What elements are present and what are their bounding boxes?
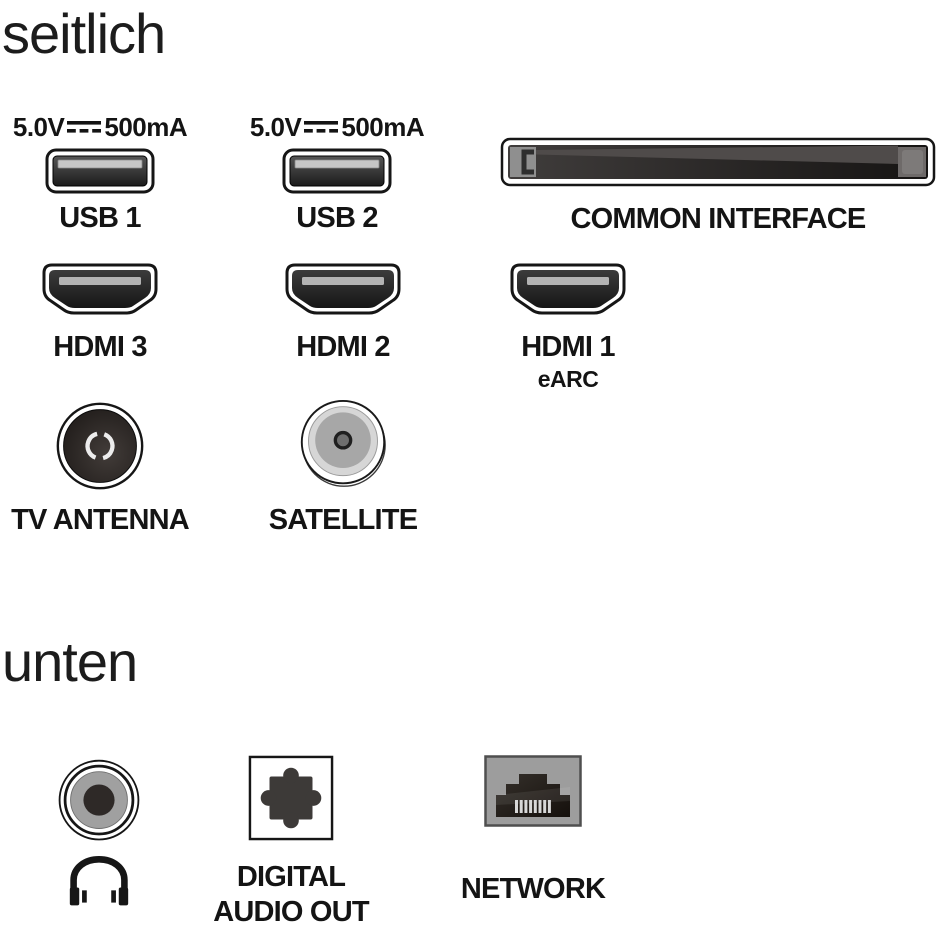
usb2-label: USB 2 [296, 202, 378, 234]
network-port-group: NETWORK [453, 755, 613, 905]
satellite-label: SATELLITE [268, 504, 418, 536]
common-interface-group: COMMON INTERFACE [500, 137, 936, 235]
tv-antenna-label: TV ANTENNA [11, 504, 190, 536]
satellite-port-group: SATELLITE [255, 398, 431, 536]
hdmi1-port-group: HDMI 1 eARC [508, 263, 628, 392]
hdmi-port-icon [42, 263, 158, 315]
tv-antenna-port-group: TV ANTENNA [0, 400, 200, 536]
tv-antenna-icon [56, 402, 144, 490]
dc-symbol-icon [67, 121, 102, 133]
common-interface-slot-icon [500, 137, 936, 187]
usb-port-icon [282, 148, 392, 194]
hdmi3-port-group: HDMI 3 [40, 263, 160, 363]
usb2-power-rating: 5.0V 500mA [249, 112, 425, 142]
hdmi2-label: HDMI 2 [296, 331, 390, 363]
usb1-power-rating: 5.0V 500mA [12, 112, 188, 142]
usb2-port-group: 5.0V 500mA USB 2 [237, 112, 437, 234]
satellite-icon [300, 399, 386, 487]
ethernet-port-icon [484, 755, 582, 827]
common-interface-label: COMMON INTERFACE [570, 203, 867, 235]
headphones-icon [69, 855, 129, 906]
hdmi2-port-group: HDMI 2 [283, 263, 403, 363]
headphone-jack-icon [58, 759, 140, 841]
usb1-label: USB 1 [59, 202, 141, 234]
digital-audio-out-label-line1: DIGITAL [236, 861, 346, 893]
usb1-voltage: 5.0V [12, 112, 65, 142]
hdmi1-sublabel: eARC [537, 366, 599, 392]
usb1-current: 500mA [104, 112, 188, 142]
hdmi-port-icon [510, 263, 626, 315]
section-title-bottom: unten [2, 630, 138, 693]
digital-audio-out-group: DIGITAL AUDIO OUT [206, 755, 376, 928]
usb2-current: 500mA [341, 112, 425, 142]
dc-symbol-icon [304, 121, 339, 133]
section-title-side: seitlich [2, 2, 166, 65]
headphone-jack-group [49, 757, 149, 907]
usb1-port-group: 5.0V 500mA USB 1 [0, 112, 200, 234]
usb2-voltage: 5.0V [249, 112, 302, 142]
optical-audio-icon [248, 755, 334, 841]
network-label: NETWORK [460, 873, 606, 905]
usb-port-icon [45, 148, 155, 194]
hdmi1-label: HDMI 1 [521, 331, 615, 363]
hdmi3-label: HDMI 3 [53, 331, 147, 363]
hdmi-port-icon [285, 263, 401, 315]
digital-audio-out-label-line2: AUDIO OUT [213, 896, 369, 928]
